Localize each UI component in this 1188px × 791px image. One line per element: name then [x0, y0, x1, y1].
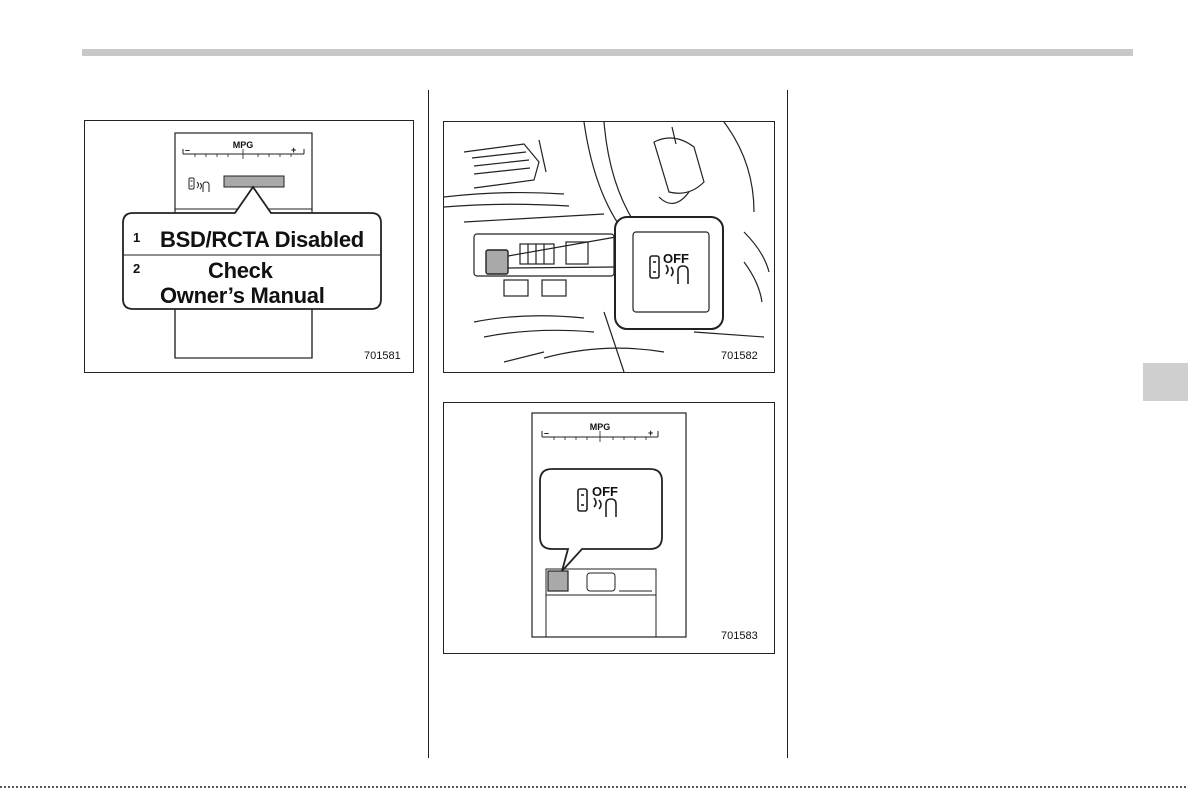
- switch-off-label: OFF: [663, 251, 689, 266]
- header-rule: [82, 49, 1133, 56]
- column-divider-left: [428, 90, 429, 758]
- bsd-rcta-icon: [189, 178, 209, 192]
- gauge-plus: +: [291, 145, 296, 155]
- figure-701583: MPG – + OFF 701583: [443, 402, 775, 654]
- dashboard-illustration: OFF: [444, 122, 774, 372]
- gauge-label: MPG: [233, 140, 254, 150]
- message-owners-manual: Owner’s Manual: [160, 283, 325, 309]
- message-bsd-rcta-disabled: BSD/RCTA Disabled: [160, 227, 364, 253]
- column-divider-right: [787, 90, 788, 758]
- figure-701582: OFF 701582: [443, 121, 775, 373]
- gauge-minus: –: [544, 428, 549, 438]
- gauge-plus: +: [648, 428, 653, 438]
- message-check: Check: [208, 258, 273, 284]
- message-index-2: 2: [133, 261, 140, 276]
- gauge-minus: –: [185, 145, 190, 155]
- figure-number: 701581: [364, 350, 401, 362]
- indicator-off-label: OFF: [592, 484, 618, 499]
- figure-number: 701583: [721, 630, 758, 642]
- indicator-illustration: MPG – + OFF: [444, 403, 774, 653]
- figure-number: 701582: [721, 350, 758, 362]
- message-index-1: 1: [133, 230, 140, 245]
- chapter-tab: [1143, 363, 1188, 401]
- gauge-label: MPG: [590, 422, 611, 432]
- page-bottom-edge: [0, 786, 1188, 788]
- figure-701581: MPG – + 1 BSD/RCTA Disabled 2 Check Owne…: [84, 120, 414, 373]
